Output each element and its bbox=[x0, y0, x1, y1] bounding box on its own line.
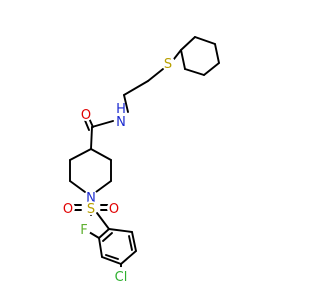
atom-carbonyl-oxygen: O bbox=[79, 107, 93, 123]
label-background bbox=[112, 267, 130, 285]
label-background bbox=[77, 222, 91, 236]
atom-symbol: Cl bbox=[115, 270, 128, 285]
atom-chlorine: Cl bbox=[112, 267, 130, 285]
atom-amide-nitrogen: N H bbox=[114, 102, 128, 130]
label-background bbox=[61, 201, 75, 215]
atom-symbol: N bbox=[116, 115, 126, 130]
label-background bbox=[107, 201, 121, 215]
atom-symbol: O bbox=[81, 108, 91, 123]
atom-symbol: O bbox=[109, 202, 119, 217]
label-background bbox=[79, 107, 93, 121]
atom-symbol: S bbox=[164, 57, 172, 72]
label-background bbox=[114, 114, 128, 128]
atom-symbol: N bbox=[86, 191, 96, 206]
label-background bbox=[84, 201, 98, 215]
bond-lines bbox=[69, 36, 220, 271]
atom-symbol: F bbox=[80, 223, 87, 238]
label-background bbox=[84, 190, 98, 204]
atom-sulfonyl-oxygen-left: O bbox=[61, 201, 75, 217]
atom-sulfonyl-oxygen-right: O bbox=[107, 201, 121, 217]
atom-sulfonyl-sulfur: S bbox=[84, 201, 98, 217]
atom-piperidine-nitrogen: N bbox=[84, 190, 98, 206]
atom-sulfur-thioether: S bbox=[161, 56, 175, 72]
label-background bbox=[161, 56, 175, 70]
molecule-structure: S N H O N S O O F Cl bbox=[61, 36, 220, 285]
atom-fluorine: F bbox=[77, 222, 91, 238]
atom-symbol-hydrogen: H bbox=[116, 102, 126, 117]
atom-symbol: O bbox=[63, 202, 73, 217]
atom-symbol: S bbox=[87, 202, 95, 217]
